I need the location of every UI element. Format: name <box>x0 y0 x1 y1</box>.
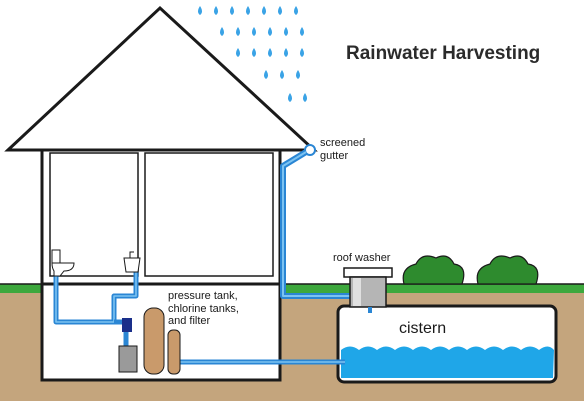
roof-washer-cap <box>343 267 393 278</box>
raindrop <box>214 6 218 15</box>
chlorine-tank <box>167 329 181 375</box>
sink-icon <box>123 251 141 273</box>
rain-drops <box>198 6 307 102</box>
label-cistern: cistern <box>399 320 447 337</box>
raindrop <box>236 27 240 36</box>
raindrop <box>296 70 300 79</box>
raindrop <box>220 27 224 36</box>
raindrop <box>280 70 284 79</box>
pump-motor <box>122 318 132 332</box>
cistern-water <box>341 346 554 378</box>
raindrop <box>268 27 272 36</box>
supply-pipe-toilet-left-core <box>55 270 137 323</box>
label-screened-gutter: screened gutter <box>320 137 366 162</box>
raindrop <box>252 27 256 36</box>
raindrop <box>300 48 304 57</box>
raindrop <box>230 6 234 15</box>
screened-gutter <box>304 144 316 156</box>
raindrop <box>284 27 288 36</box>
raindrop <box>268 48 272 57</box>
pressure-tank <box>143 307 165 375</box>
raindrop <box>303 93 307 102</box>
raindrop <box>262 6 266 15</box>
raindrop <box>300 27 304 36</box>
shrub-right <box>476 255 539 285</box>
raindrop <box>284 48 288 57</box>
label-roof-washer: roof washer <box>333 252 391 264</box>
raindrop <box>236 48 240 57</box>
shrub-left <box>402 255 465 285</box>
label-equipment: pressure tank, chlorine tanks, and filte… <box>168 290 239 328</box>
toilet-icon <box>51 249 75 277</box>
raindrop <box>288 93 292 102</box>
grass-strip <box>0 284 584 293</box>
raindrop <box>246 6 250 15</box>
raindrop <box>294 6 298 15</box>
diagram-title: Rainwater Harvesting <box>346 43 541 64</box>
room-left <box>49 152 139 277</box>
downspout-pipe-core <box>282 151 358 297</box>
raindrop <box>264 70 268 79</box>
roof <box>4 5 318 152</box>
raindrop <box>252 48 256 57</box>
raindrop <box>198 6 202 15</box>
raindrop <box>278 6 282 15</box>
roof-washer-shine <box>353 278 361 306</box>
pump-icon <box>118 345 138 373</box>
room-right <box>144 152 274 277</box>
